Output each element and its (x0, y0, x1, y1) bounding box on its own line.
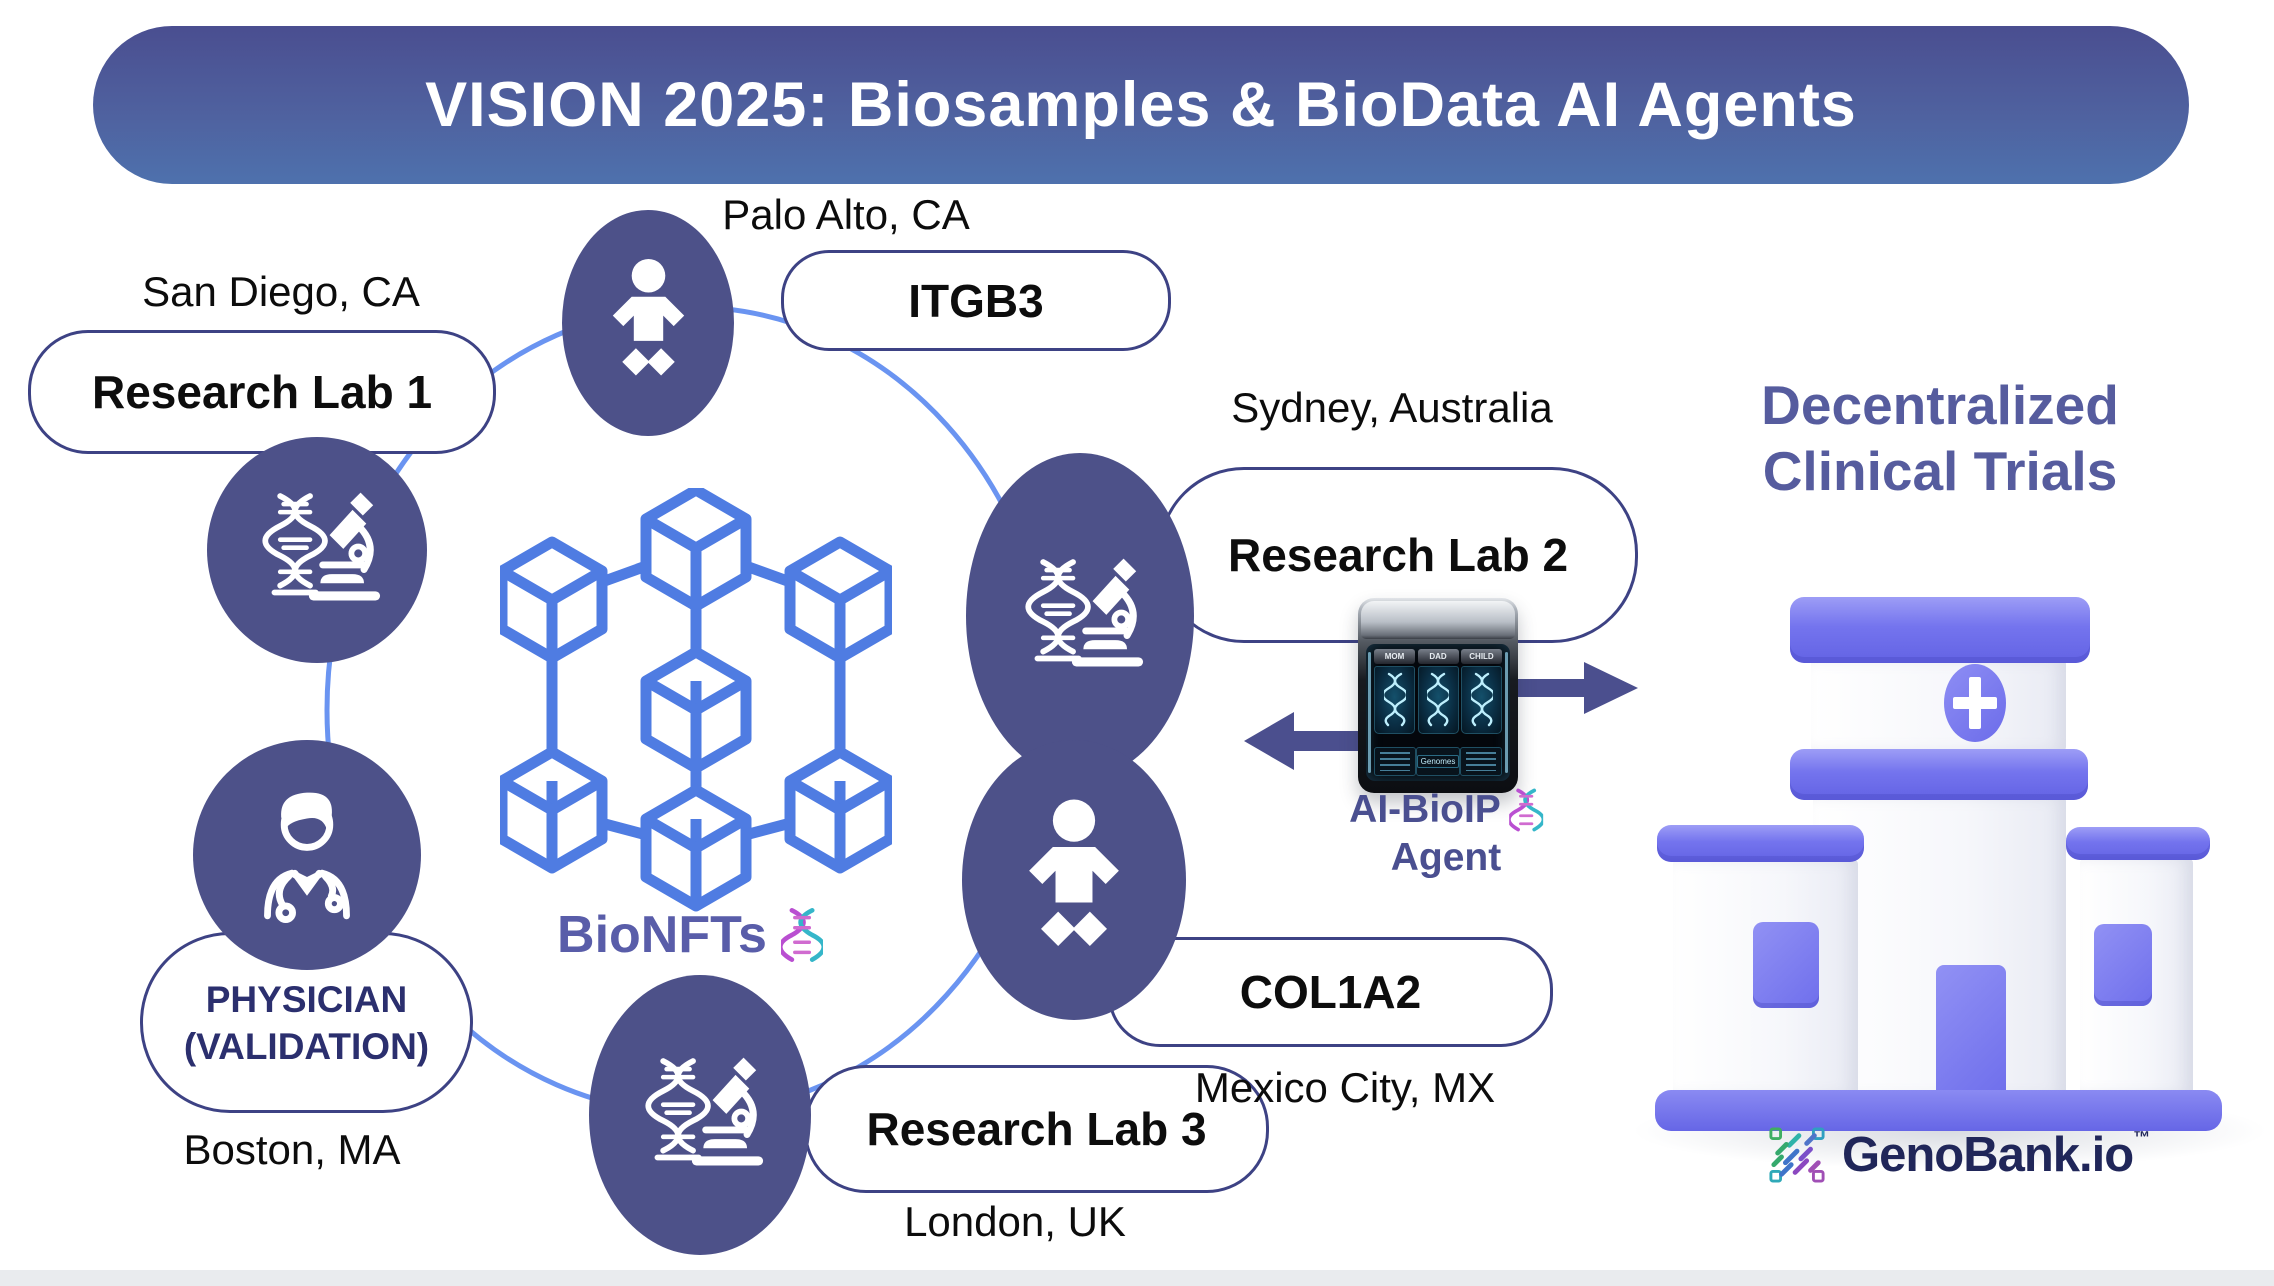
dna-microscope-icon (261, 492, 380, 601)
blockchain-icon (500, 488, 892, 912)
hospital-base (1655, 1090, 2222, 1131)
hospital-illustration (1650, 592, 2230, 1140)
device-genomes-screen: Genomes (1416, 747, 1460, 776)
dna-vial-child: CHILD (1461, 649, 1502, 734)
research-lab-1-label: Research Lab 1 (91, 366, 433, 418)
decentralized-clinical-trials-heading: Decentralized Clinical Trials (1761, 372, 2119, 504)
page-title: VISION 2025: Biosamples & BioData AI Age… (425, 70, 1857, 140)
gene-tag-label: COL1A2 (1239, 966, 1422, 1018)
bionfts-text: BioNFTs (557, 906, 767, 964)
vial-label: CHILD (1461, 649, 1502, 664)
genomes-screen-label: Genomes (1416, 755, 1460, 768)
node-research-lab-1 (207, 437, 427, 663)
gene-tag-itgb3: ITGB3 (781, 250, 1171, 351)
vial-glass (1417, 666, 1459, 734)
location-london: London, UK (904, 1198, 1126, 1245)
hospital-mid-roof (1790, 749, 2088, 800)
hospital-right-window (2094, 924, 2152, 1006)
dna-vial-device: MOM DAD (1358, 598, 1518, 793)
dna-emoji-icon (1508, 788, 1543, 832)
dna-microscope-icon (644, 1057, 763, 1166)
location-palo-alto: Palo Alto, CA (722, 191, 970, 238)
physician-label-line2: (VALIDATION) (183, 1025, 430, 1067)
heading-line1: Decentralized (1761, 374, 2119, 436)
dna-emoji-icon (780, 908, 823, 962)
research-lab-1-tag: Research Lab 1 (28, 330, 496, 454)
dna-helix-icon (1427, 672, 1449, 727)
physician-label-line1: PHYSICIAN (205, 978, 408, 1020)
agent-name-line2: Agent (1390, 836, 1502, 879)
dna-helix-icon (1470, 672, 1493, 727)
genobank-logo: GenoBank.io™ (1768, 1126, 2150, 1184)
title-banner: VISION 2025: Biosamples & BioData AI Age… (93, 26, 2189, 184)
vial-label: DAD (1417, 649, 1459, 664)
agent-name: AI-BioIP (1349, 788, 1501, 831)
node-research-lab-3 (589, 975, 811, 1255)
baby-icon (1029, 799, 1119, 946)
trademark-symbol: ™ (2133, 1128, 2151, 1147)
ai-bioip-agent-label: AI-BioIP Agent (1349, 786, 1543, 882)
dna-vial-mom: MOM (1374, 649, 1415, 734)
location-boston: Boston, MA (183, 1126, 401, 1173)
dna-microscope-icon (1024, 558, 1143, 667)
dna-helix-icon (1383, 672, 1406, 727)
hospital-right-roof (2066, 827, 2210, 860)
vial-glass (1461, 666, 1502, 734)
gene-tag-label: ITGB3 (908, 274, 1044, 327)
location-san-diego: San Diego, CA (142, 268, 420, 315)
device-screen: MOM DAD (1366, 644, 1510, 781)
device-readout-screen (1460, 747, 1502, 776)
node-physician (193, 740, 421, 970)
hospital-door (1936, 965, 2006, 1095)
location-mexico-city: Mexico City, MX (1194, 1064, 1496, 1111)
vial-glass (1374, 666, 1415, 734)
device-light-strip (1505, 652, 1508, 773)
hospital-left-window (1753, 922, 1819, 1008)
device-readout-screen (1374, 747, 1416, 776)
research-lab-2-label: Research Lab 2 (1227, 529, 1569, 581)
bottom-page-strip (0, 1270, 2274, 1286)
dna-vial-dad: DAD (1417, 649, 1459, 734)
medical-cross-icon (1944, 664, 2006, 742)
arrow-right-icon (1512, 662, 1638, 714)
node-research-lab-2 (966, 453, 1194, 779)
hospital-left-roof (1657, 825, 1864, 862)
location-sydney: Sydney, Australia (1231, 384, 1553, 431)
physician-icon (264, 792, 350, 924)
baby-icon (612, 258, 684, 376)
vial-label: MOM (1374, 649, 1415, 664)
node-biosample-baby-mexico (962, 740, 1186, 1020)
research-lab-3-tag: Research Lab 3 (804, 1065, 1269, 1193)
device-light-strip (1368, 652, 1371, 773)
genobank-wordmark: GenoBank.io (1842, 1128, 2134, 1182)
heading-line2: Clinical Trials (1762, 440, 2118, 502)
hospital-upper-box (1811, 660, 2066, 751)
research-lab-3-label: Research Lab 3 (866, 1103, 1207, 1155)
device-metal-top (1361, 601, 1515, 639)
arrow-left-icon (1244, 712, 1362, 770)
genobank-logo-icon (1769, 1127, 1825, 1183)
hospital-top-roof (1790, 597, 2090, 663)
bionfts-label: BioNFTs (557, 905, 823, 965)
gene-tag-col1a2: COL1A2 (1108, 937, 1553, 1047)
node-biosample-baby-palo-alto (562, 210, 734, 436)
